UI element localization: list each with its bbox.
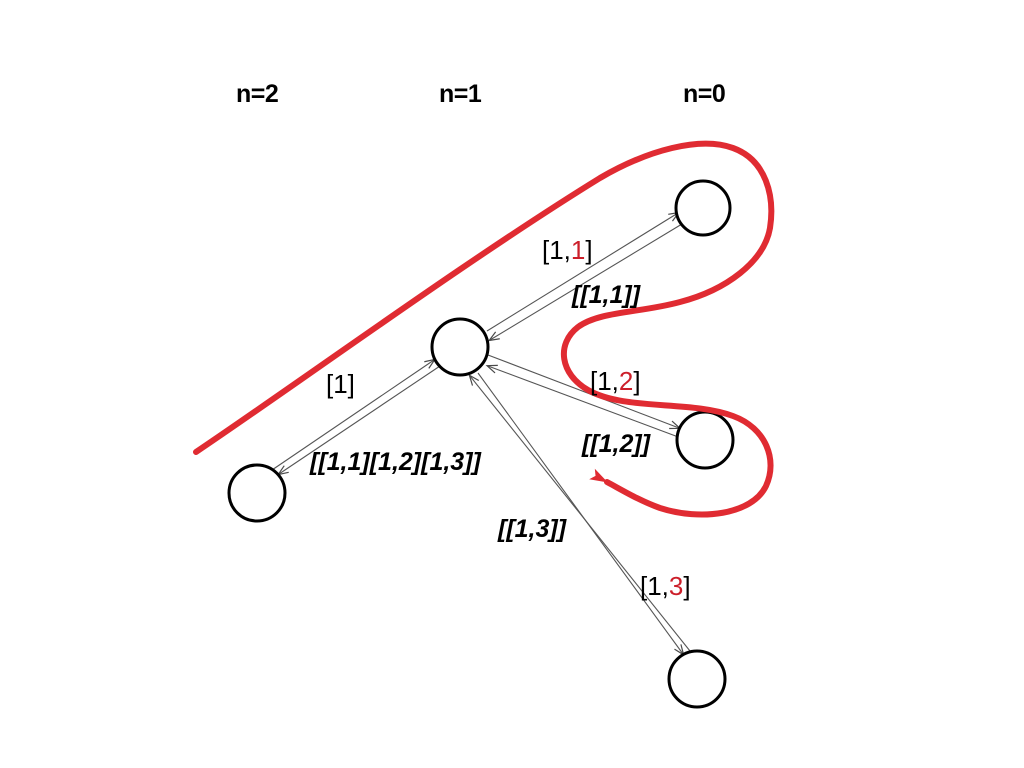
edge-label-1-1: [1,1] [542, 237, 593, 263]
column-header-n1: n=1 [439, 80, 482, 108]
red-annotation-curve [193, 140, 775, 518]
edge-label-1-3: [1,3] [640, 573, 691, 599]
column-header-n2: n=2 [236, 80, 279, 108]
node-n0-bottom[interactable] [667, 649, 727, 709]
edge-center-to-top-right [486, 211, 683, 342]
node-n0-middle[interactable] [675, 410, 735, 470]
edge-label-1: [1] [326, 369, 355, 399]
edge-center-to-mid-right [485, 354, 682, 439]
node-n2-left[interactable] [227, 463, 287, 523]
label-part-text: [1, [542, 235, 571, 265]
edge-label-1-2: [1,2] [590, 368, 641, 394]
node-n1-center[interactable] [430, 317, 490, 377]
edge-label-double-1-3: [[1,3]] [498, 515, 567, 543]
edge-label-double-1-2: [[1,2]] [582, 430, 651, 458]
label-part-close: ] [683, 571, 691, 601]
edge-label-double-1-1-1-2-1-3: [[1,1][1,2][1,3]] [310, 448, 481, 476]
label-part-index: 3 [668, 571, 684, 601]
label-part-close: ] [585, 235, 593, 265]
column-header-n0: n=0 [683, 80, 726, 108]
edge-label-double-1-1: [[1,1]] [572, 281, 641, 309]
node-n0-top[interactable] [674, 179, 732, 237]
label-part-index: 2 [618, 366, 634, 396]
edge-center-to-bottom-right [468, 372, 691, 657]
label-part-close: ] [633, 366, 641, 396]
label-part-index: 1 [570, 235, 586, 265]
label-part-text: [1, [640, 571, 669, 601]
edge-center-to-left [271, 358, 441, 476]
label-part-text: [1, [590, 366, 619, 396]
